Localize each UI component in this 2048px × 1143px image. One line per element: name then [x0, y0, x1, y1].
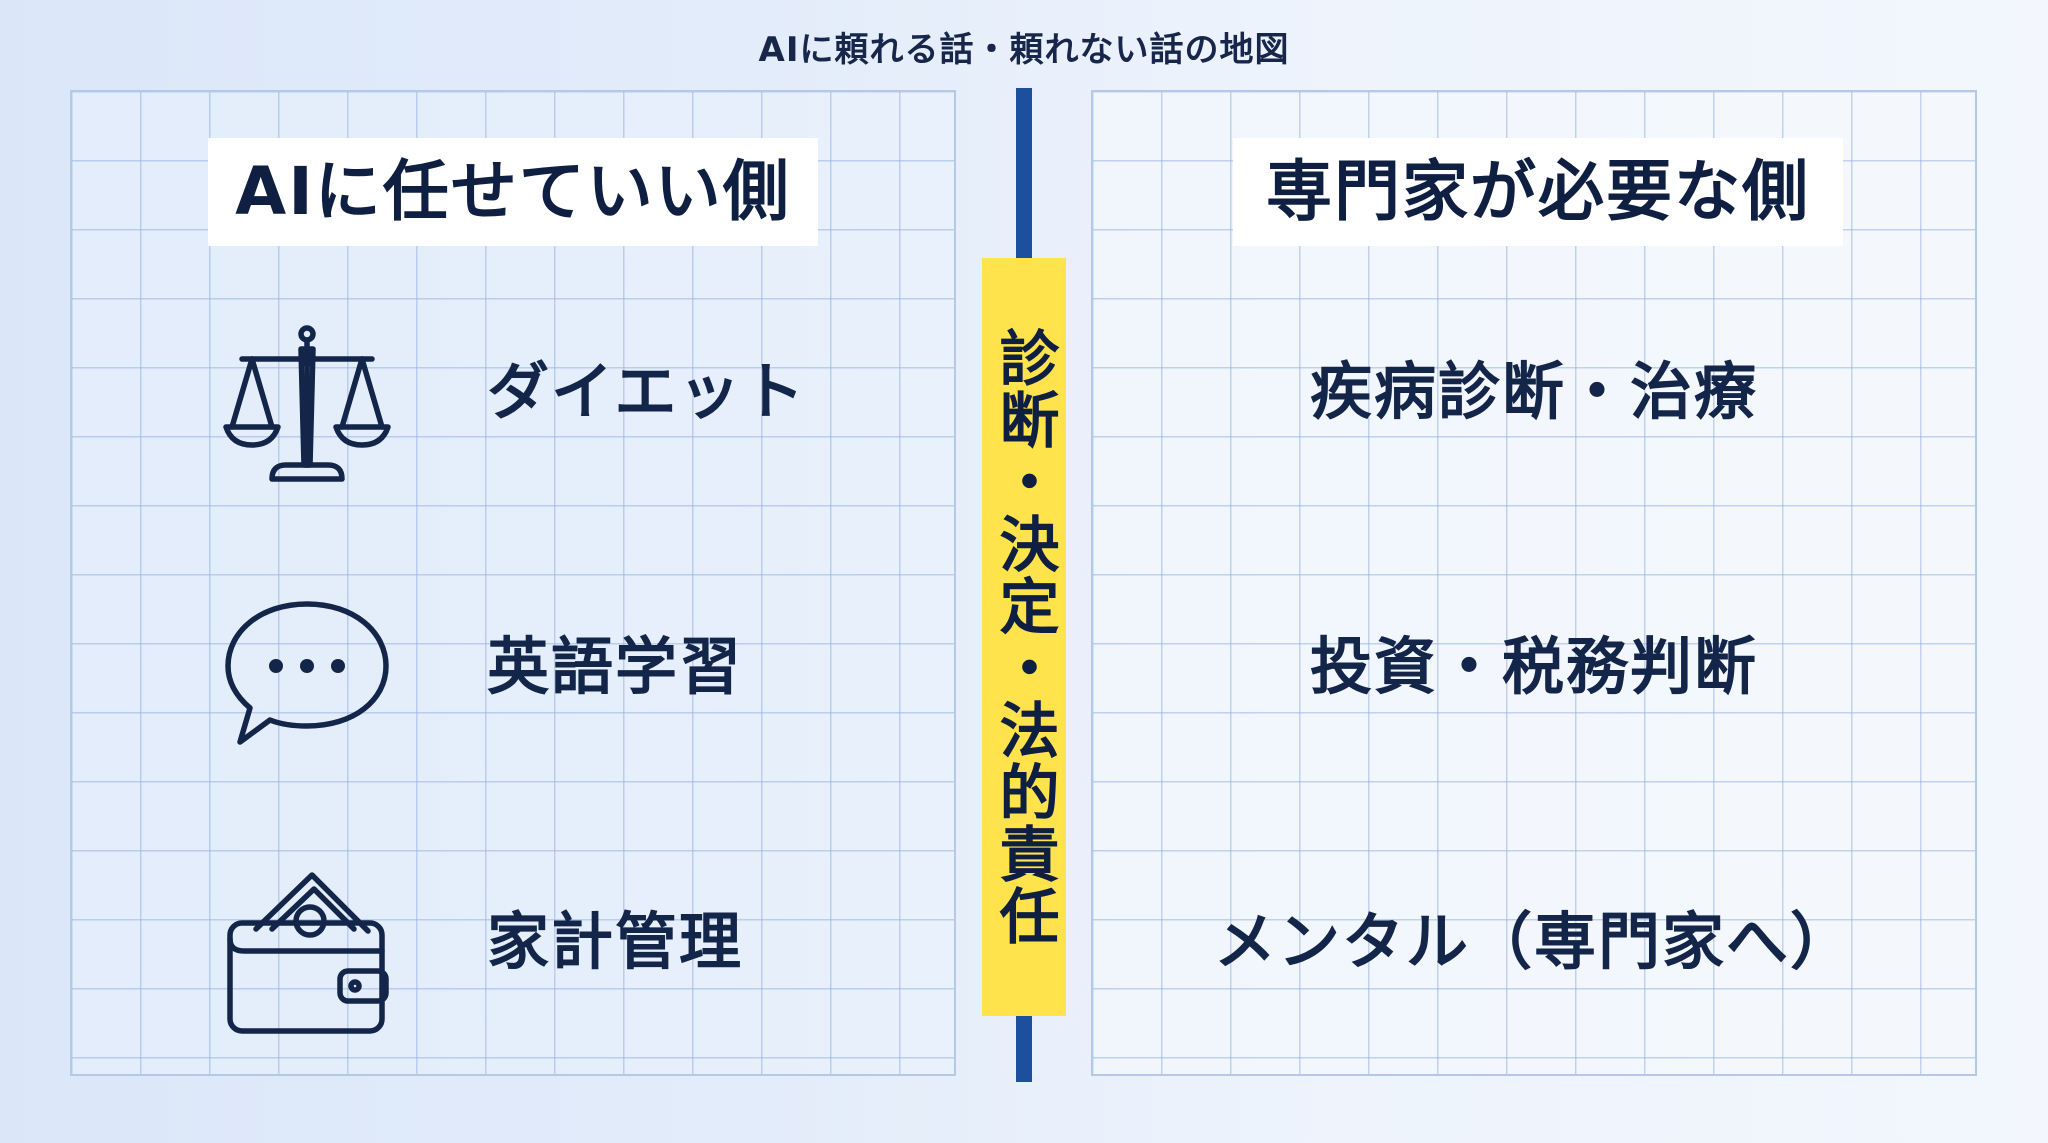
center-divider-label: 診断・決定・法的責任 [989, 327, 1059, 947]
right-panel-expert-needed: 専門家が必要な側 疾病診断・治療 投資・税務判断 メンタル（専門家へ） [1091, 90, 1977, 1076]
wallet-icon [222, 867, 392, 1037]
list-item-budget: 家計管理 [72, 857, 954, 1034]
left-panel-ai-ok: AIに任せていい側 ダイエット [70, 90, 956, 1076]
item-label-mental: メンタル（専門家へ） [1213, 905, 1854, 978]
right-panel-heading: 専門家が必要な側 [1233, 138, 1843, 246]
speech-bubble-icon [222, 592, 392, 762]
list-item-investment-tax: 投資・税務判断 [1093, 582, 1975, 752]
item-label-budget: 家計管理 [487, 905, 744, 978]
list-item-diagnosis: 疾病診断・治療 [1093, 307, 1975, 477]
item-label-investment-tax: 投資・税務判断 [1309, 630, 1758, 703]
center-divider-label-box: 診断・決定・法的責任 [982, 258, 1066, 1016]
page-title: AIに頼れる話・頼れない話の地図 [758, 30, 1290, 70]
item-label-english: 英語学習 [487, 630, 744, 703]
list-item-mental: メンタル（専門家へ） [1093, 857, 1975, 1027]
left-panel-heading: AIに任せていい側 [208, 138, 818, 246]
item-label-diagnosis: 疾病診断・治療 [1309, 355, 1758, 428]
list-item-diet: ダイエット [72, 307, 954, 482]
item-label-diet: ダイエット [487, 355, 807, 428]
balance-scale-icon [222, 317, 392, 487]
list-item-english: 英語学習 [72, 582, 954, 752]
